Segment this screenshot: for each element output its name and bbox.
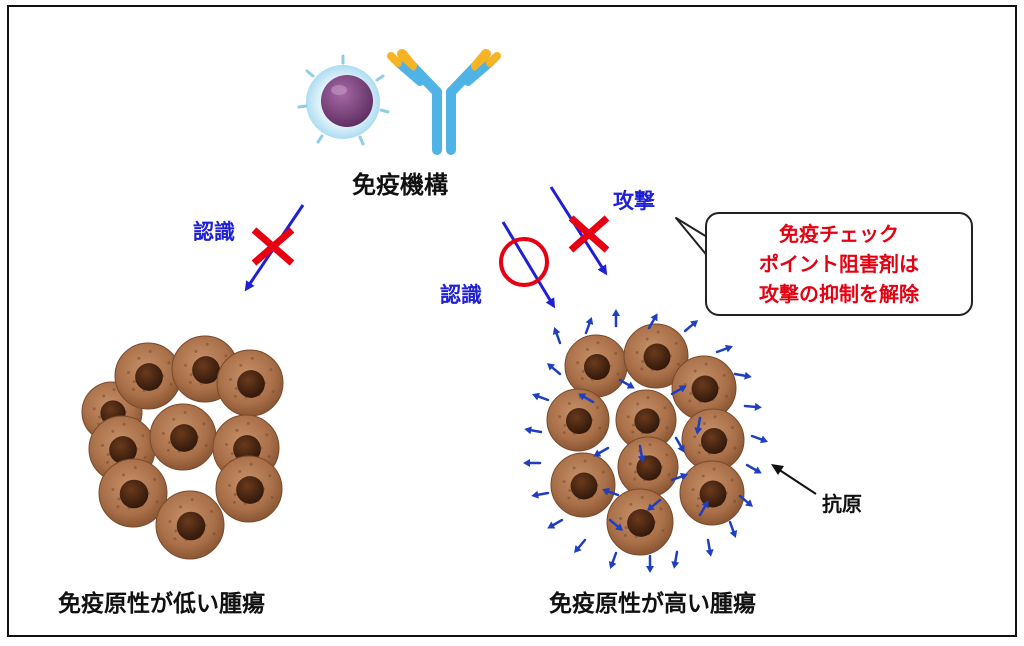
tumor-cell [546,388,610,452]
antigen-marker [743,402,762,411]
antigen-marker [546,363,562,376]
tumor-cell [98,458,168,528]
recognition-label-left: 認識 [193,220,235,244]
antigen-marker [683,320,699,333]
antigen-marker [705,538,714,557]
antigen-marker [608,518,624,531]
tumor-low-immunogenicity [81,335,284,560]
cross-mark-icon [251,227,295,266]
antigen-marker [637,444,646,463]
antigen-marker [670,385,687,396]
tumor-cell [615,389,677,451]
antibody-icon [387,49,501,155]
antigen-marker [745,463,762,474]
antigen-marker [738,494,754,507]
recognition-label-right: 認識 [440,283,482,307]
tumor-cell [617,436,679,498]
antigen-marker [750,434,768,444]
tumor-cell [564,334,628,398]
antigen-pointer-arrow [771,464,817,495]
antigen-marker [671,550,680,569]
callout-line-2: ポイント阻害剤は [759,252,919,276]
antigen-marker [547,518,564,529]
tumor-high-immunogenicity [523,309,768,573]
antigen-marker [524,426,543,435]
antigen-marker [593,446,610,457]
attack-label: 攻撃 [613,189,655,213]
cross-mark-icon [568,215,610,253]
antigen-marker [670,472,688,482]
tumor-cell [606,488,674,556]
antigen-marker [733,371,752,380]
frame-border [7,5,1017,637]
antigen-marker [523,459,542,467]
antigen-marker [578,393,595,404]
arrow-right-attack [549,186,608,276]
antigen-marker [647,313,658,330]
antigen-marker [646,554,654,573]
arrow-right-recognition [501,221,556,309]
circle-mark-icon [499,237,549,287]
tumor-cell [216,349,284,417]
tumor-cell [679,460,745,526]
antigen-marker [698,500,709,517]
tumor-cell [149,403,217,471]
antigen-marker [584,317,594,335]
antigen-marker [612,309,620,328]
antigen-marker [694,416,703,435]
tumor-cell [155,490,225,560]
tumor-cell [671,355,737,421]
caption-high-immunogenicity: 免疫原性が高い腫瘍 [549,591,756,617]
antigen-marker [531,490,550,499]
callout-bubble: 免疫チェック ポイント阻害剤は 攻撃の抑制を解除 [705,212,973,316]
tumor-cell [623,323,689,389]
antigen-marker [574,538,587,554]
antigen-marker [602,487,620,497]
antigen-marker [532,392,550,402]
immune-cell-icon [297,54,390,146]
tumor-cell [215,455,283,523]
tumor-cell [681,408,745,472]
antigen-marker [608,551,618,569]
antigen-marker [646,498,662,511]
antigen-label: 抗原 [822,492,862,516]
callout-line-3: 攻撃の抑制を解除 [759,282,919,306]
tumor-cell [550,452,616,518]
arrows [244,186,608,309]
antigen-marker [618,378,635,389]
tumor-cell [114,342,182,410]
callout-line-1: 免疫チェック [779,222,899,246]
immune-system-title: 免疫機構 [352,171,448,199]
caption-low-immunogenicity: 免疫原性が低い腫瘍 [58,591,265,617]
antigen-marker [674,436,685,453]
antigen-marker [728,520,738,538]
antigen-marker [715,344,733,354]
antigen-marker [552,327,562,345]
